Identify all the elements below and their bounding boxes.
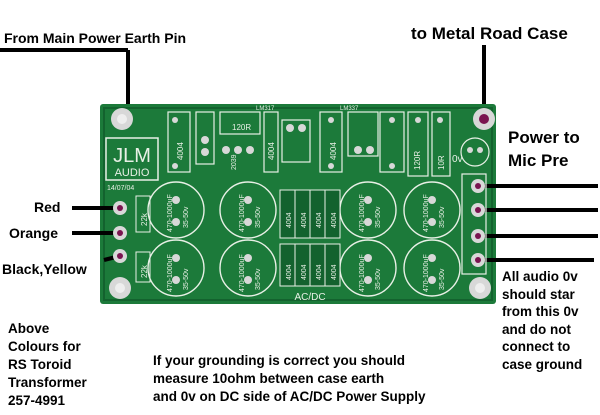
capacitor [219, 181, 277, 239]
audio-0v-note-line: case ground [502, 356, 583, 372]
colours-note-line: 257-4991 [8, 393, 66, 408]
label-4004-b: 4004 [267, 142, 276, 160]
colours-note-line: Above [8, 321, 50, 336]
jlm-logo-box [105, 137, 159, 181]
label-2039: 2039 [231, 154, 238, 170]
cap-voltage-label: 35-50v [255, 268, 262, 290]
input-terminals [113, 201, 127, 263]
acdc-label: AC/DC [294, 292, 325, 303]
cap-value-label: 470-1000uF [167, 194, 174, 232]
cap-value-label: 470-1000uF [359, 254, 366, 292]
label-lm317: LM317 [256, 106, 275, 112]
diode-label: 4004 [301, 264, 308, 280]
capacitor [403, 239, 461, 297]
power-to-label: Power to [508, 128, 580, 147]
capacitor-pads [172, 196, 436, 284]
cap-voltage-label: 35-50v [375, 268, 382, 290]
pad-0v-label: 0v [452, 154, 463, 165]
cap-voltage-label: 35-50v [255, 206, 262, 228]
audio-0v-note-line: All audio 0v [502, 269, 578, 284]
cap-voltage-label: 35-50v [183, 206, 190, 228]
label-120r-a: 120R [232, 123, 251, 132]
diode-label: 4004 [316, 212, 323, 228]
label-10r: 10R [437, 155, 446, 170]
colours-note: Above Colours for RS Toroid Transformer … [8, 320, 87, 410]
mount-holes [109, 108, 495, 299]
colours-note-line: Transformer [8, 375, 87, 390]
output-terminals [461, 173, 487, 275]
diode-label: 4004 [316, 264, 323, 280]
label-lm337: LM337 [340, 106, 359, 112]
cap-value-label: 470-1000uF [423, 194, 430, 232]
cap-voltage-label: 35-50v [183, 268, 190, 290]
output-wires [478, 184, 598, 262]
board-date: 14/07/04 [107, 185, 134, 192]
audio-0v-note-line: should star [502, 286, 575, 302]
cap-voltage-label: 35-50v [439, 268, 446, 290]
red-wire-label: Red [34, 199, 61, 215]
cap-value-label: 470-1000uF [167, 254, 174, 292]
grounding-note: If your grounding is correct you should … [153, 352, 426, 406]
audio-0v-note: All audio 0v should star from this 0v an… [502, 268, 582, 373]
mic-pre-label: Mic Pre [508, 151, 569, 170]
colours-note-line: Colours for [8, 339, 81, 354]
colours-note-line: RS Toroid [8, 357, 72, 372]
cap-voltage-label: 35-50v [439, 206, 446, 228]
audio-0v-note-line: connect to [502, 339, 571, 354]
diode-label: 4004 [301, 212, 308, 228]
capacitors [147, 181, 461, 297]
audio-0v-note-line: from this 0v [502, 304, 579, 319]
cap-value-label: 470-1000uF [239, 194, 246, 232]
diode-bridge: 4004 4004 4004 4004 4004 4004 4004 4004 [279, 189, 341, 287]
label-4004-c: 4004 [329, 142, 338, 160]
capacitor [219, 239, 277, 297]
top-pads [172, 117, 483, 169]
capacitor [147, 239, 205, 297]
diode-label: 4004 [331, 212, 338, 228]
cap-voltage-label: 35-50v [375, 206, 382, 228]
resistor-label: 22k [140, 264, 149, 278]
cap-value-label: 470-1000uF [359, 194, 366, 232]
capacitor-labels: 470-1000uF 35-50v 470-1000uF 35-50v 470-… [167, 194, 446, 292]
diode-label: 4004 [331, 264, 338, 280]
orange-wire-label: Orange [9, 225, 59, 241]
jlm-logo: JLM [113, 145, 151, 167]
pcb-board-border [103, 107, 493, 301]
grounding-note-line: and 0v on DC side of AC/DC Power Supply [153, 389, 426, 404]
top-components [167, 111, 490, 177]
diode-label: 4004 [286, 264, 293, 280]
resistors-22k: 22k 22k [135, 195, 151, 283]
main-earth-label: From Main Power Earth Pin [4, 30, 187, 46]
capacitor [403, 181, 461, 239]
audio-0v-note-line: and do not [502, 321, 571, 337]
audio-logo: AUDIO [115, 167, 150, 179]
capacitor [147, 181, 205, 239]
metal-case-label: to Metal Road Case [411, 24, 568, 43]
grounding-note-line: measure 10ohm between case earth [153, 371, 385, 386]
label-120r-b: 120R [413, 151, 422, 170]
grounding-note-line: If your grounding is correct you should [153, 353, 406, 368]
cap-value-label: 470-1000uF [423, 254, 430, 292]
cap-value-label: 470-1000uF [239, 254, 246, 292]
label-4004-a: 4004 [176, 142, 185, 160]
black-yellow-wire-label: Black,Yellow [2, 261, 87, 277]
diode-label: 4004 [286, 212, 293, 228]
resistor-label: 22k [140, 212, 149, 226]
